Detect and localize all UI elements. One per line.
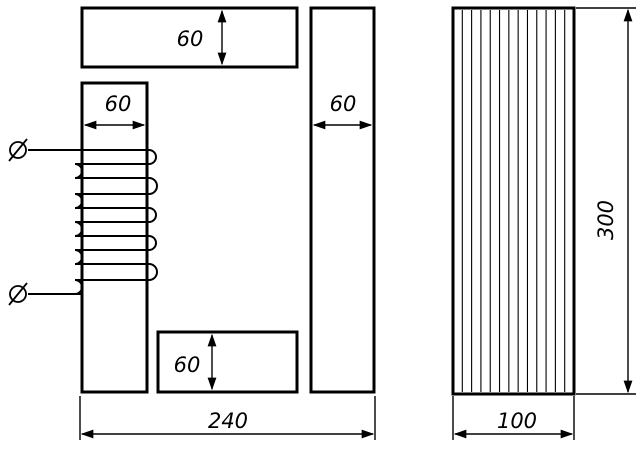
right-leg-dim-label: 60 [330, 92, 357, 116]
left-leg [80, 81, 149, 394]
lamination-stack [451, 6, 576, 396]
lamination-lines [461, 10, 566, 392]
side-view: 100 300 [451, 6, 636, 440]
terminal-top [8, 138, 42, 162]
top-yoke [80, 6, 299, 69]
core-height-dim-label: 300 [594, 200, 618, 240]
bottom-yoke [156, 330, 299, 394]
bottom-yoke-dim-label: 60 [174, 353, 201, 377]
top-yoke-dim-label: 60 [177, 27, 204, 51]
right-leg [309, 6, 376, 394]
stack-thickness-dim-label: 100 [497, 409, 537, 433]
terminal-bottom [8, 282, 82, 306]
front-view: 60 60 60 60 240 [8, 6, 376, 440]
coil-winding [40, 149, 158, 295]
left-leg-dim-label: 60 [105, 92, 132, 116]
overall-width-dim-label: 240 [208, 409, 248, 433]
